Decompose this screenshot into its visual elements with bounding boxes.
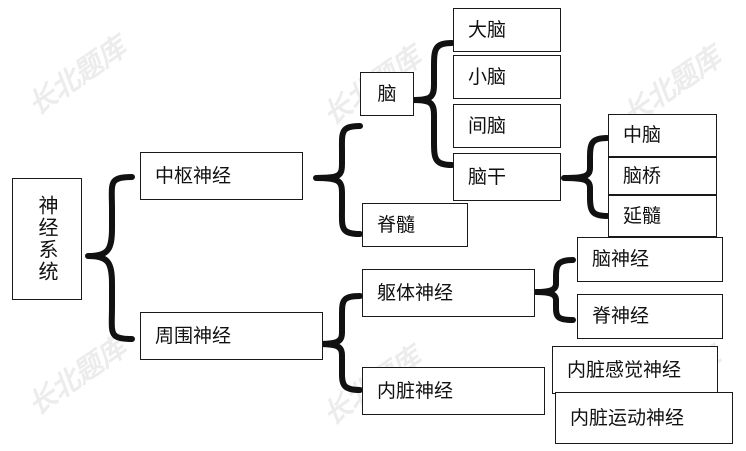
node-nervous-system: 神经系统 <box>12 178 82 300</box>
node-pons: 脑桥 <box>608 157 717 195</box>
node-brain: 脑 <box>360 72 414 116</box>
node-spinal-nerve: 脊神经 <box>577 294 723 339</box>
brace-root <box>85 174 135 342</box>
node-brainstem: 脑干 <box>453 153 561 201</box>
node-cranial-nerve: 脑神经 <box>577 237 723 282</box>
node-visceral-motor-nerve: 内脏运动神经 <box>555 392 733 444</box>
brace-central <box>313 123 363 237</box>
brace-brain <box>409 40 455 168</box>
node-somatic-nerve: 躯体神经 <box>362 269 535 317</box>
node-cerebellum: 小脑 <box>453 55 561 99</box>
brace-somatic <box>533 257 576 323</box>
node-midbrain: 中脑 <box>608 114 717 157</box>
node-spinal-cord: 脊髓 <box>362 203 468 247</box>
node-peripheral-nervous: 周围神经 <box>140 312 323 360</box>
node-visceral-nerve: 内脏神经 <box>362 367 545 415</box>
node-visceral-sensory-nerve: 内脏感觉神经 <box>552 346 718 394</box>
node-cerebrum: 大脑 <box>453 8 561 52</box>
node-diencephalon: 间脑 <box>453 104 561 148</box>
node-central-nervous: 中枢神经 <box>140 152 303 200</box>
node-medulla: 延髓 <box>608 195 717 237</box>
brace-brainstem <box>561 135 610 219</box>
